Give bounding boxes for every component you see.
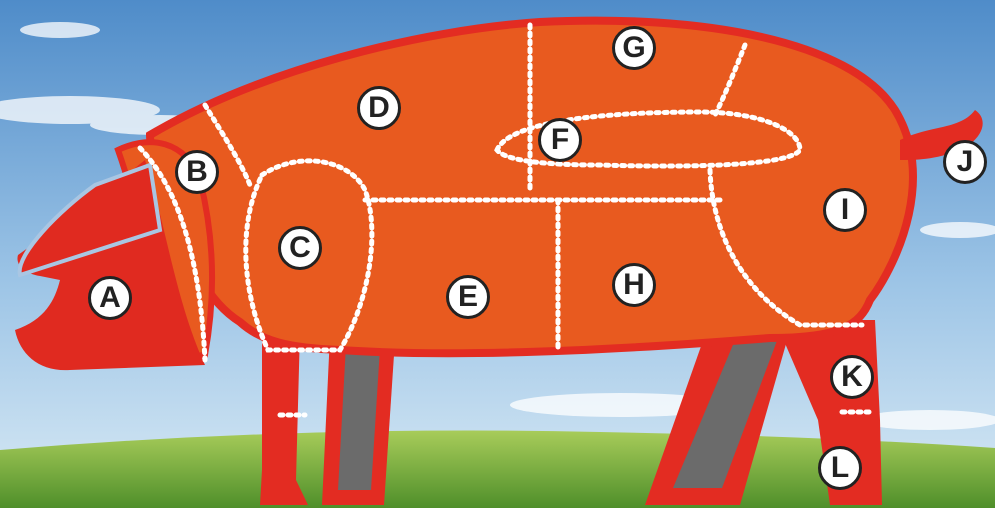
cut-label-i: I — [823, 188, 867, 232]
cut-label-d: D — [357, 86, 401, 130]
cut-label-f: F — [538, 118, 582, 162]
cut-label-h: H — [612, 263, 656, 307]
cut-label-b: B — [175, 150, 219, 194]
cut-label-e: E — [446, 275, 490, 319]
cut-label-g: G — [612, 26, 656, 70]
front-right-leg — [322, 335, 395, 505]
cut-label-l: L — [818, 446, 862, 490]
cut-label-a: A — [88, 276, 132, 320]
cut-label-j: J — [943, 140, 987, 184]
cut-label-c: C — [278, 226, 322, 270]
cut-label-k: K — [830, 355, 874, 399]
